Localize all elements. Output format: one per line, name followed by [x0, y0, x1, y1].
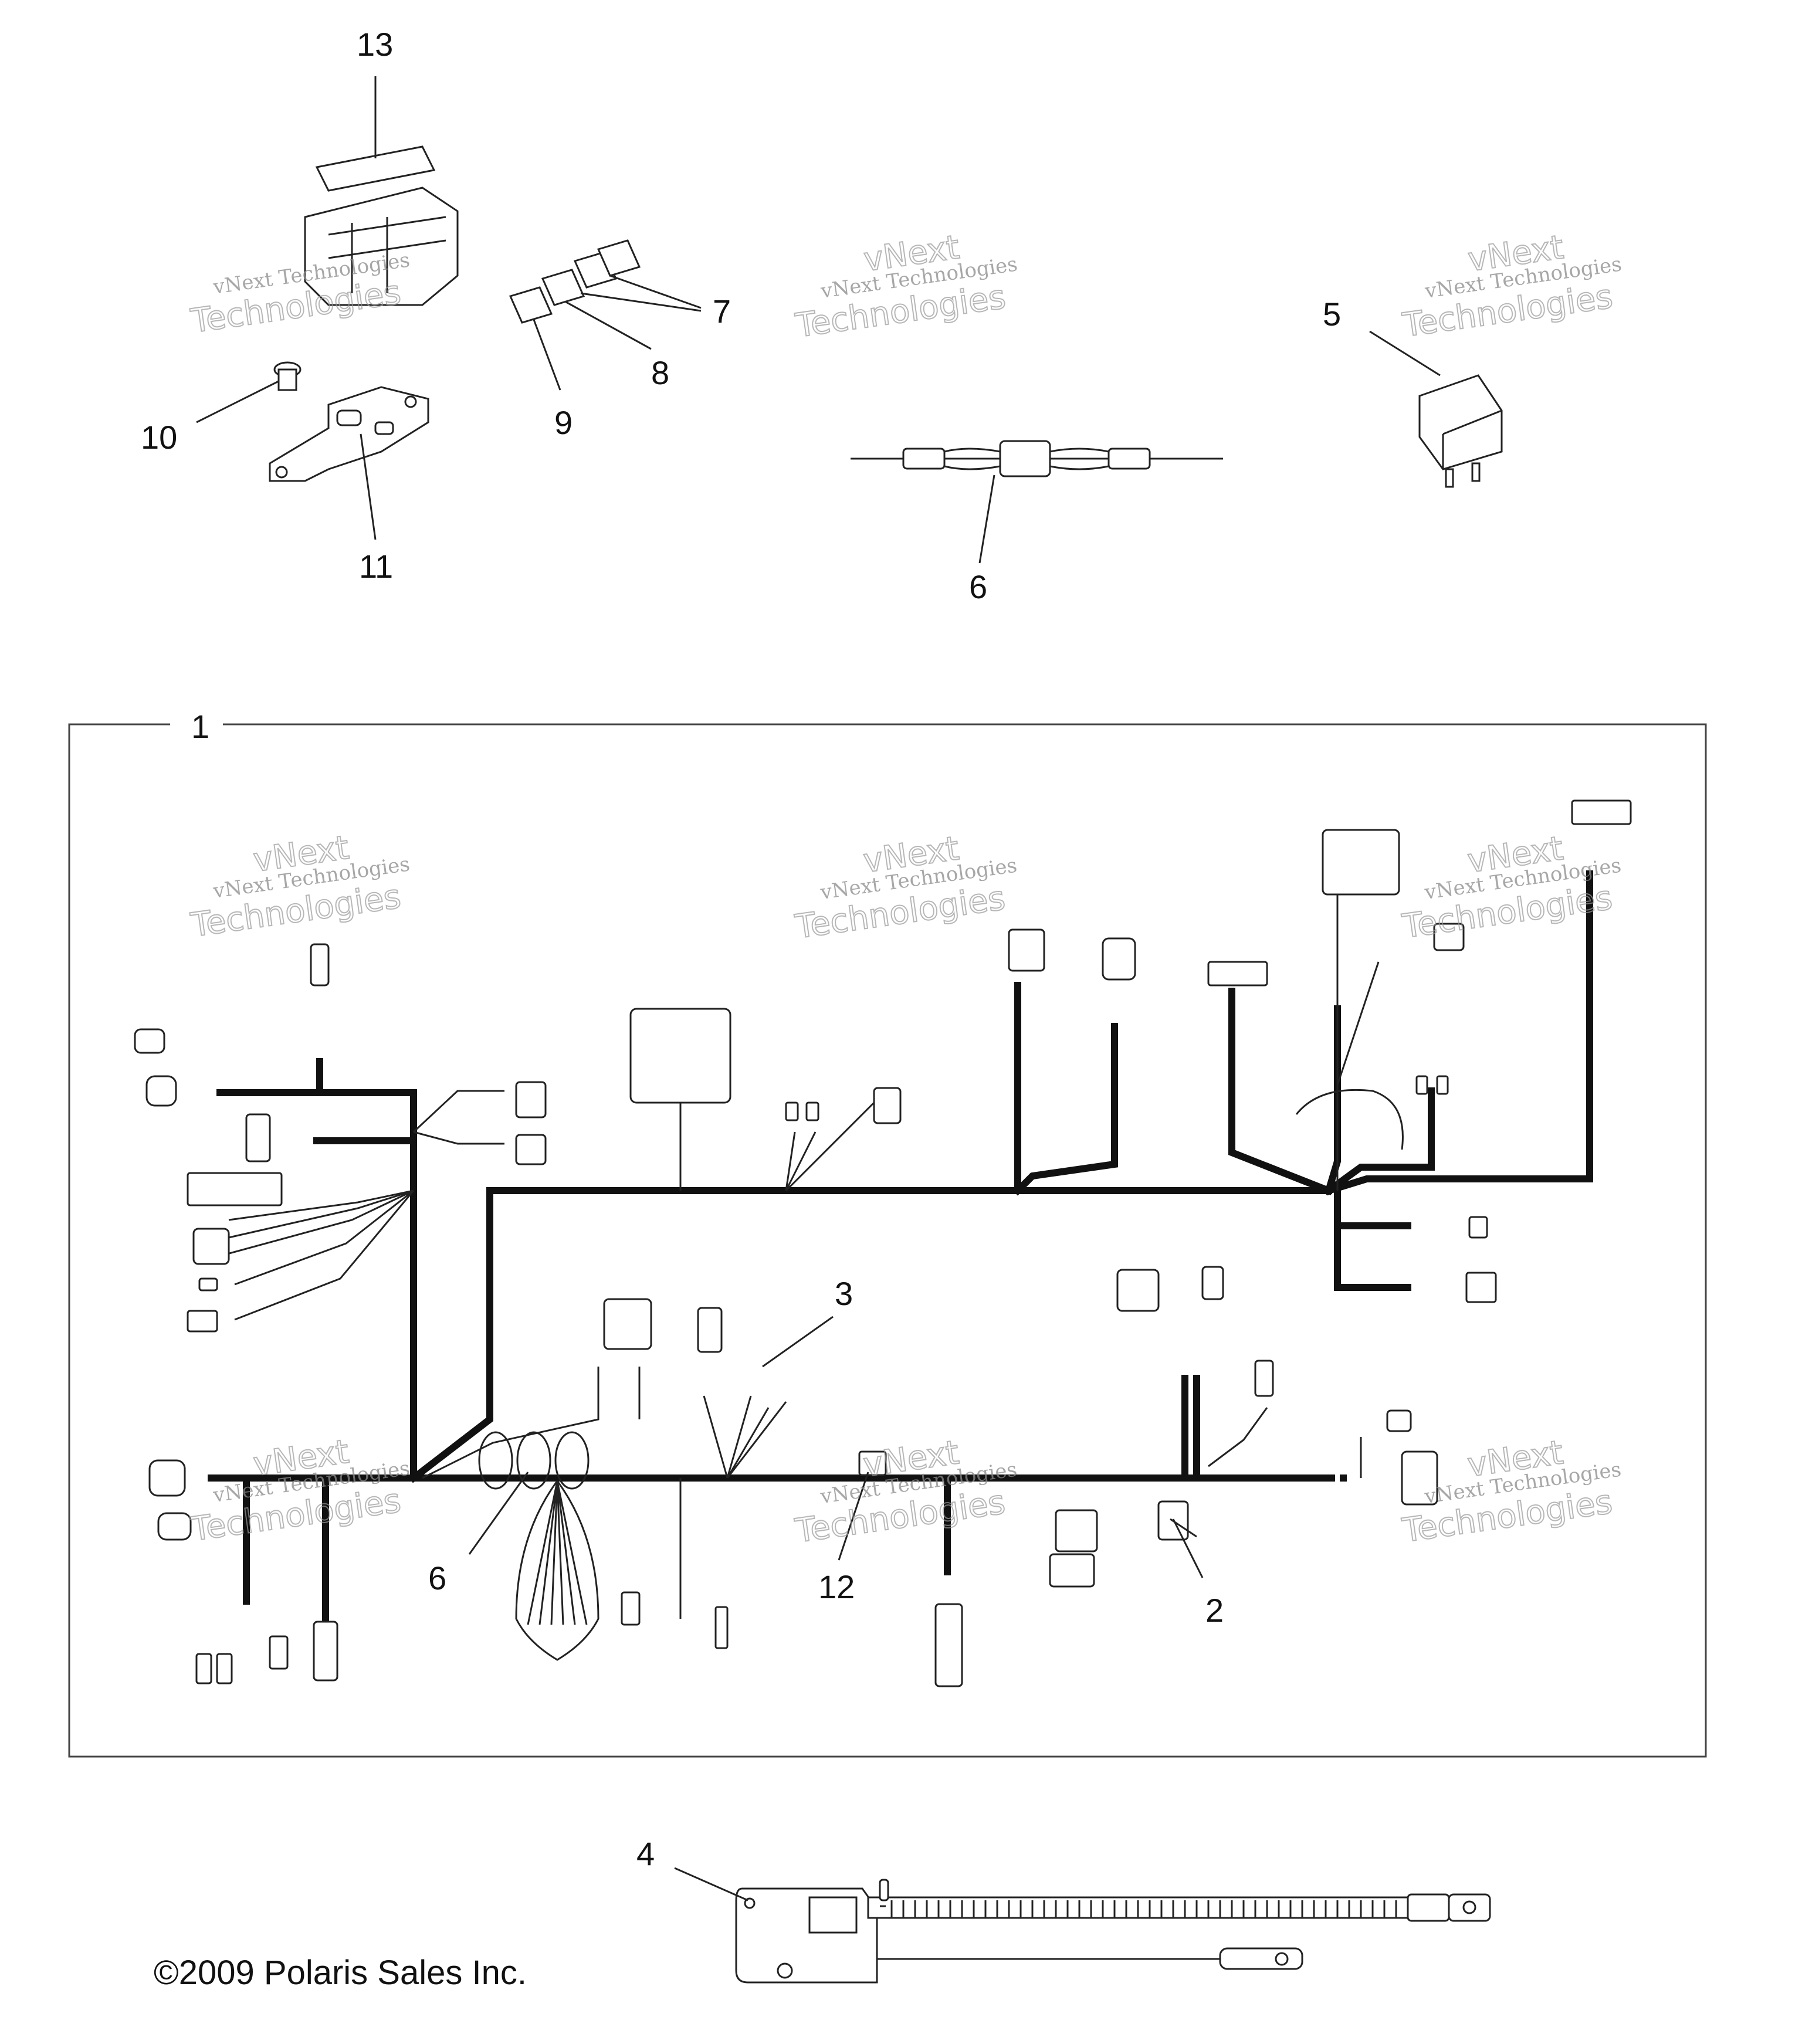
watermark-8: vNext vNext Technologies Technologies — [792, 1433, 1018, 1551]
leader-7b — [580, 292, 702, 312]
copyright-notice: ©2009 Polaris Sales Inc. — [154, 1954, 527, 1992]
callout-8: 8 — [651, 354, 669, 391]
leader-10 — [196, 380, 279, 423]
callout-6-top: 6 — [969, 568, 987, 605]
watermark-9: vNext vNext Technologies Technologies — [1399, 1433, 1623, 1551]
leader-8 — [565, 301, 652, 350]
leader-3 — [762, 1316, 834, 1368]
leader-7a — [609, 274, 702, 309]
callout-2: 2 — [1205, 1592, 1224, 1629]
callout-12: 12 — [818, 1568, 855, 1605]
watermark-5: vNext vNext Technologies Technologies — [792, 829, 1018, 947]
part-4-cable — [735, 1879, 1491, 1984]
watermark-2: vNext vNext Technologies Technologies — [792, 228, 1019, 345]
leader-6-harness — [468, 1472, 529, 1555]
part-11-bracket — [269, 386, 429, 482]
callout-3: 3 — [835, 1275, 853, 1312]
callout-4: 4 — [636, 1835, 655, 1872]
watermark-4: vNext vNext Technologies Technologies — [188, 828, 411, 945]
leader-12 — [838, 1472, 869, 1561]
harness-connectors — [134, 799, 1632, 1687]
part-7-fuses — [573, 239, 641, 289]
watermark-3: vNext vNext Technologies Technologies — [1400, 228, 1623, 345]
part-10-bolt — [273, 361, 302, 391]
harness-frame-label-gap — [170, 716, 223, 733]
callout-5: 5 — [1323, 296, 1341, 333]
callout-11: 11 — [359, 548, 393, 585]
leader-5 — [1369, 330, 1441, 377]
leader-4 — [674, 1867, 748, 1901]
callout-9: 9 — [554, 404, 573, 441]
leader-9 — [533, 319, 561, 391]
main-wiring-harness — [208, 870, 1593, 1661]
leader-11 — [360, 433, 377, 540]
part-6-inline-fuse-holder — [851, 440, 1223, 477]
part-5-relay — [1418, 374, 1503, 488]
leader-6-top — [978, 474, 995, 564]
watermark-7: vNext vNext Technologies Technologies — [188, 1432, 411, 1550]
callout-1: 1 — [191, 708, 209, 745]
part-8-fuse — [541, 269, 585, 306]
callout-10: 10 — [141, 419, 177, 456]
callout-6-harness: 6 — [428, 1560, 446, 1596]
callout-7: 7 — [713, 293, 731, 330]
part-13-fuse-box — [304, 145, 459, 306]
callout-13: 13 — [357, 26, 393, 63]
leader-2b — [1172, 1518, 1204, 1578]
part-9-fuse — [509, 286, 553, 324]
harness-frame — [68, 723, 1707, 1758]
watermark-1: vNext Technologies Technologies — [188, 248, 411, 341]
